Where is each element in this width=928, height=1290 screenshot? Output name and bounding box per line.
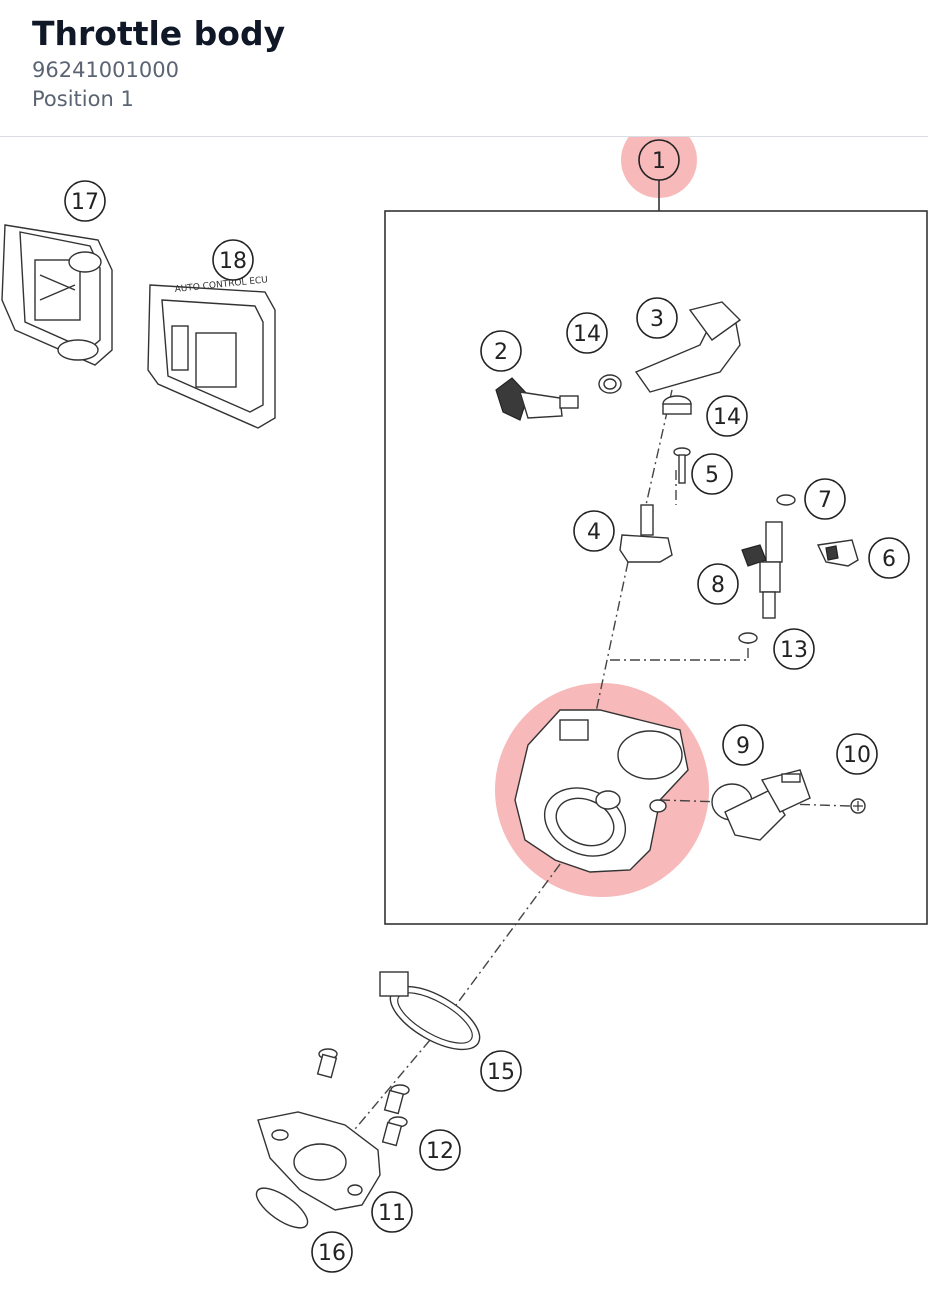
callout-15[interactable]: 15 [480,1050,522,1092]
part-3-hose [634,301,742,393]
svg-text:1: 1 [652,149,666,174]
callout-6[interactable]: 6 [868,537,910,579]
part-4-sensor [619,504,673,563]
svg-text:8: 8 [711,573,725,598]
svg-text:9: 9 [736,734,750,759]
callout-14-lower[interactable]: 14 [706,395,748,437]
part-number: 96241001000 [32,58,179,82]
svg-text:15: 15 [487,1060,515,1085]
svg-text:7: 7 [818,488,832,513]
part-17-control-unit [1,224,113,366]
part-7-o-ring [776,494,796,506]
part-11-intake-flange [257,1111,381,1211]
position-label: Position 1 [32,87,134,111]
callout-7[interactable]: 7 [804,478,846,520]
part-12-screws [316,1048,410,1147]
part-14-clamp-upper [598,374,622,394]
callout-16[interactable]: 16 [311,1231,353,1273]
part-13-seal-ring [738,632,758,644]
svg-text:16: 16 [318,1241,346,1266]
callout-4[interactable]: 4 [573,510,615,552]
part-5-screw [673,447,691,484]
svg-text:4: 4 [587,520,601,545]
svg-text:17: 17 [71,190,99,215]
callout-11[interactable]: 11 [371,1191,413,1233]
part-2-connector [495,377,579,421]
svg-text:5: 5 [705,463,719,488]
callout-13[interactable]: 13 [773,628,815,670]
svg-text:11: 11 [378,1201,406,1226]
callout-12[interactable]: 12 [419,1129,461,1171]
callout-18[interactable]: 18 [212,239,254,281]
callout-2[interactable]: 2 [480,330,522,372]
svg-text:13: 13 [780,638,808,663]
callout-14-upper[interactable]: 14 [566,312,608,354]
exploded-parts-diagram: AUTO CONTROL ECU [1,137,928,1273]
svg-text:12: 12 [426,1139,454,1164]
svg-text:18: 18 [219,249,247,274]
part-6-clip [816,539,859,567]
svg-text:2: 2 [494,340,508,365]
part-9-sensor [711,783,786,841]
callout-9[interactable]: 9 [722,724,764,766]
callout-10[interactable]: 10 [836,733,878,775]
callout-1[interactable]: 1 [638,139,680,181]
callout-17[interactable]: 17 [64,180,106,222]
svg-text:14: 14 [713,405,741,430]
part-10-plug [760,769,866,814]
callout-5[interactable]: 5 [691,453,733,495]
part-14-clamp-lower [662,395,692,415]
svg-text:3: 3 [650,307,664,332]
part-8-injector [741,521,783,619]
part-15-clamp [379,971,481,1051]
assembly-frame [384,180,928,925]
svg-text:14: 14 [573,322,601,347]
part-1-throttle-body [514,709,689,873]
callouts: 1 2 3 4 5 6 7 8 9 10 11 12 13 14 14 15 1… [64,139,910,1273]
part-18-cover: AUTO CONTROL ECU [147,275,276,429]
part-16-seal-ring [255,1187,309,1229]
callout-8[interactable]: 8 [697,563,739,605]
svg-text:10: 10 [843,743,871,768]
callout-3[interactable]: 3 [636,297,678,339]
page-title: Throttle body [32,14,286,53]
svg-text:6: 6 [882,547,896,572]
page-header: Throttle body 96241001000 Position 1 [0,0,928,137]
